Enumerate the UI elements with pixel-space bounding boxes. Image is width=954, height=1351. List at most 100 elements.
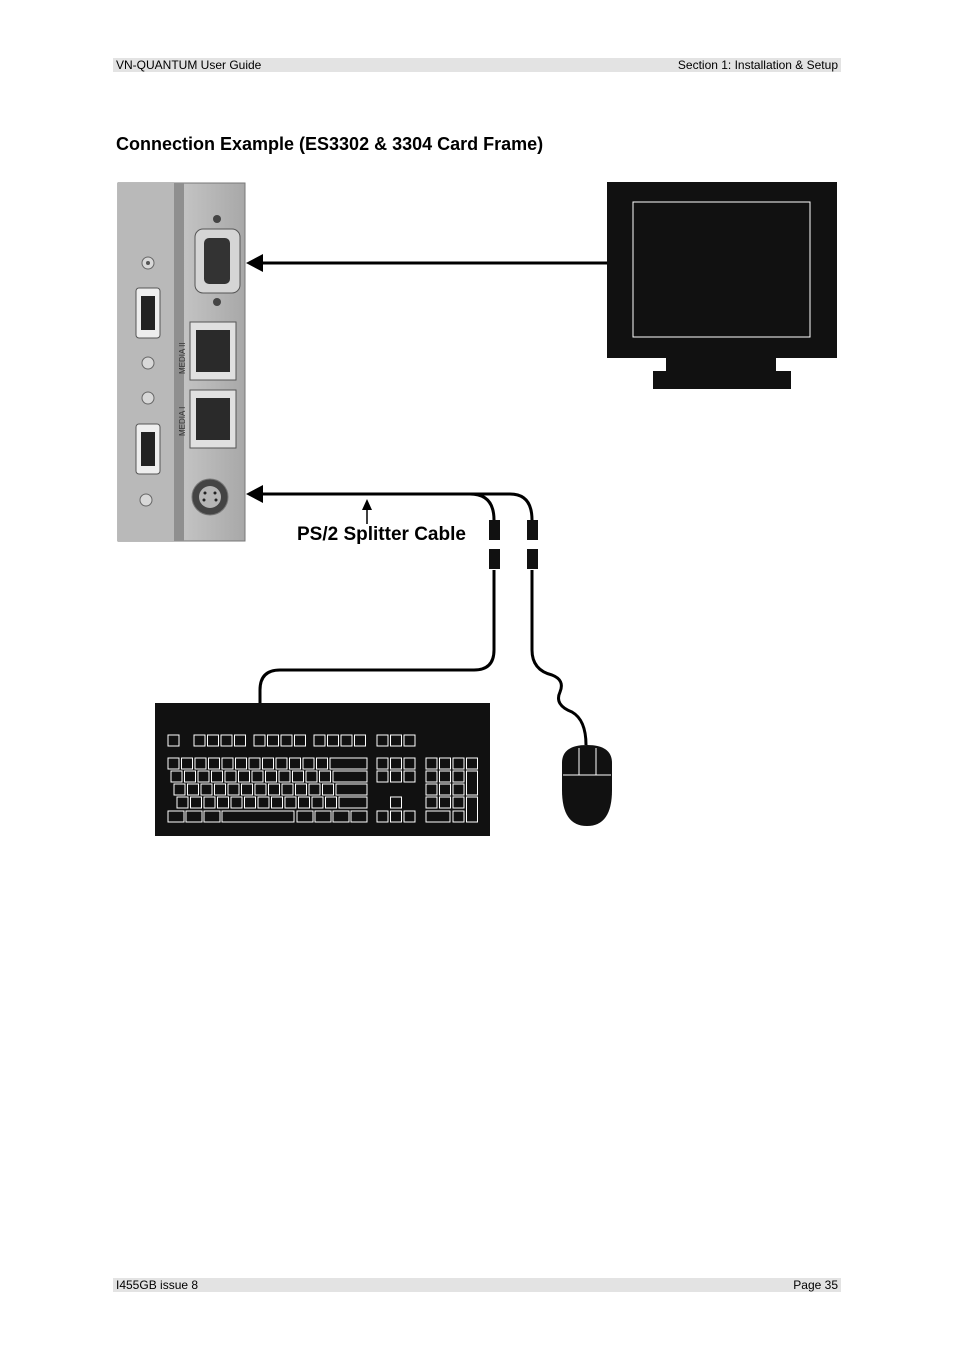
keyboard-key xyxy=(203,810,221,823)
keyboard-key xyxy=(176,796,189,809)
keyboard-key xyxy=(316,757,328,770)
footer-issue: I455GB issue 8 xyxy=(116,1278,199,1292)
keyboard-key xyxy=(241,783,253,796)
cable-connector-keyboard-bottom xyxy=(489,549,500,569)
keyboard-key xyxy=(390,770,402,783)
keyboard-key xyxy=(403,734,416,747)
keyboard-key xyxy=(319,770,331,783)
header-section-title: Section 1: Installation & Setup xyxy=(677,58,838,72)
keyboard-key xyxy=(313,734,326,747)
keyboard-key xyxy=(332,770,368,783)
keyboard-key xyxy=(439,783,451,796)
keyboard-key xyxy=(244,796,256,809)
keyboard-key xyxy=(376,770,389,783)
keyboard-key xyxy=(200,783,213,796)
keyboard-key xyxy=(466,770,478,796)
keyboard-key xyxy=(296,810,314,823)
keyboard-key xyxy=(278,770,291,783)
keyboard-key xyxy=(238,770,250,783)
keyboard-key xyxy=(305,770,318,783)
keyboard-key xyxy=(167,734,180,747)
keyboard-key xyxy=(181,757,193,770)
keyboard-key xyxy=(452,770,465,783)
keyboard-key xyxy=(224,770,237,783)
keyboard-key xyxy=(425,783,438,796)
keyboard-key xyxy=(197,770,210,783)
keyboard-icon xyxy=(155,703,490,836)
keyboard-key xyxy=(167,757,180,770)
keyboard-key xyxy=(439,757,451,770)
keyboard-key xyxy=(403,757,416,770)
keyboard-key xyxy=(211,770,223,783)
keyboard-key xyxy=(230,796,243,809)
keyboard-key xyxy=(390,734,402,747)
keyboard-key xyxy=(221,810,295,823)
keyboard-key xyxy=(173,783,186,796)
video-arrow-icon xyxy=(246,254,263,272)
keyboard-key xyxy=(425,770,438,783)
rj45-port-media-2 xyxy=(189,321,237,381)
keyboard-key xyxy=(403,770,416,783)
keyboard-key xyxy=(390,757,402,770)
keyboard-key xyxy=(227,783,240,796)
keyboard-key xyxy=(466,757,478,770)
keyboard-key xyxy=(295,783,307,796)
keyboard-key xyxy=(284,796,297,809)
keyboard-key xyxy=(294,734,306,747)
keyboard-key xyxy=(167,810,185,823)
cable-connector-mouse-top xyxy=(527,520,538,540)
keyboard-key xyxy=(194,757,207,770)
keyboard-key xyxy=(234,734,246,747)
monitor-icon xyxy=(607,182,837,389)
ps2-arrow-icon xyxy=(246,485,263,503)
keyboard-key xyxy=(390,796,402,809)
keyboard-key xyxy=(439,796,451,809)
keyboard-key xyxy=(308,783,321,796)
keyboard-key xyxy=(390,810,402,823)
keyboard-key xyxy=(248,757,261,770)
keyboard-key xyxy=(425,796,438,809)
card-frame-panel: MEDIA II MEDIA I xyxy=(117,182,246,542)
keyboard-key xyxy=(311,796,324,809)
keyboard-key xyxy=(184,770,196,783)
keyboard-key xyxy=(335,783,368,796)
keyboard-key xyxy=(289,757,301,770)
keyboard-key xyxy=(403,810,416,823)
keyboard-key xyxy=(338,796,368,809)
mouse-icon xyxy=(562,745,612,826)
keyboard-key xyxy=(340,734,353,747)
media-1-label: MEDIA I xyxy=(178,407,187,436)
callout-label: PS/2 Splitter Cable xyxy=(297,524,466,545)
keyboard-key xyxy=(292,770,304,783)
keyboard-key xyxy=(302,757,315,770)
ps2-port xyxy=(191,478,229,516)
keyboard-key xyxy=(262,757,274,770)
keyboard-key xyxy=(376,734,389,747)
keyboard-key xyxy=(350,810,368,823)
keyboard-key xyxy=(214,783,226,796)
keyboard-key xyxy=(327,734,339,747)
media-2-label: MEDIA II xyxy=(178,342,187,374)
keyboard-key xyxy=(452,757,465,770)
keyboard-key xyxy=(268,783,280,796)
keyboard-key xyxy=(439,770,451,783)
keyboard-key xyxy=(170,770,183,783)
keyboard-key xyxy=(329,757,368,770)
keyboard-key xyxy=(257,796,270,809)
keyboard-key xyxy=(332,810,350,823)
keyboard-key xyxy=(325,796,337,809)
vga-port xyxy=(194,228,241,294)
keyboard-key xyxy=(466,796,478,823)
cable-connector-mouse-bottom xyxy=(527,549,538,569)
ps2-splitter-cable xyxy=(258,492,588,746)
keyboard-key xyxy=(280,734,293,747)
keyboard-key xyxy=(275,757,288,770)
keyboard-key xyxy=(452,810,465,823)
keyboard-key xyxy=(354,734,366,747)
keyboard-key xyxy=(322,783,334,796)
keyboard-key xyxy=(203,796,216,809)
page-footer: I455GB issue 8 Page 35 xyxy=(113,1278,841,1292)
keyboard-key xyxy=(207,734,219,747)
keyboard-key xyxy=(314,810,332,823)
